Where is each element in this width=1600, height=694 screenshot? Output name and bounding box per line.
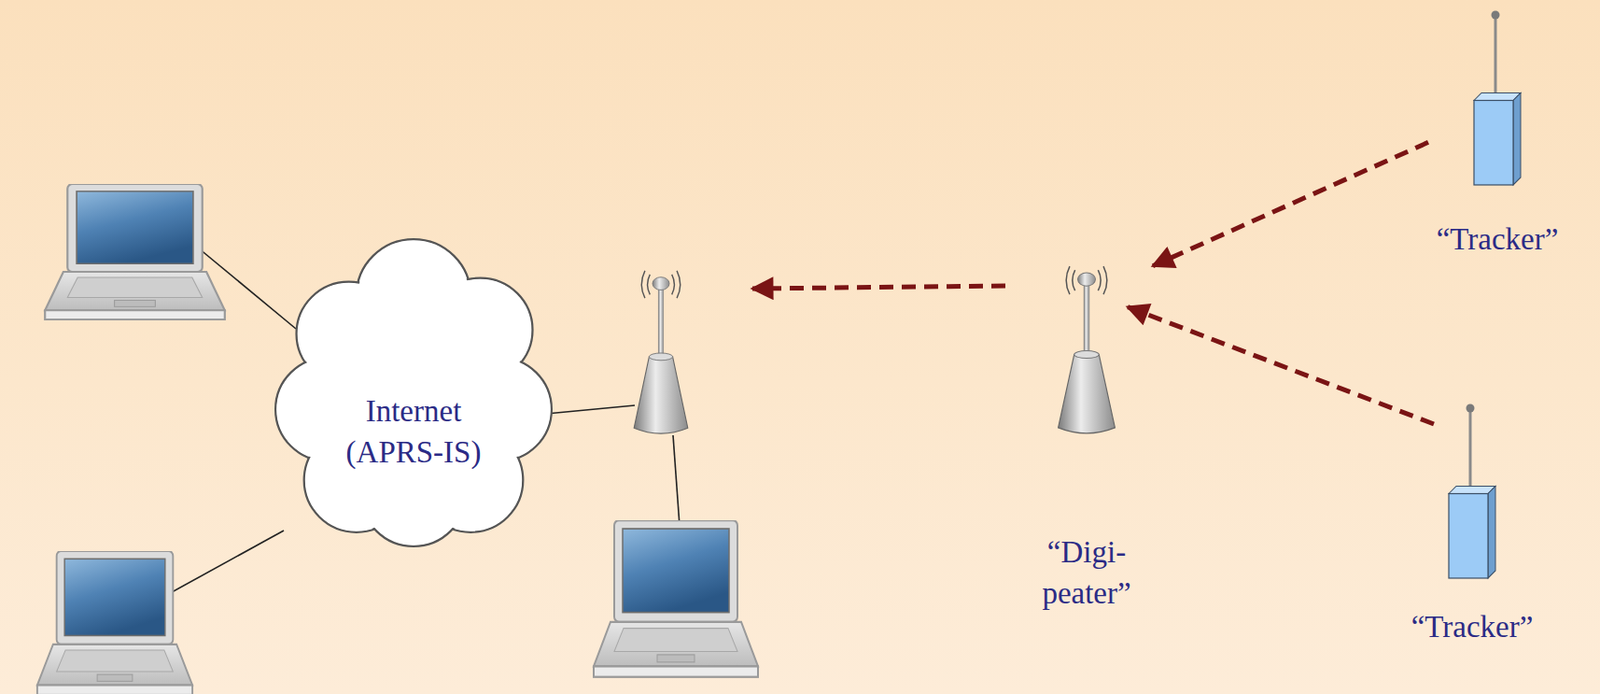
igate-antenna (633, 270, 688, 434)
radio-link-arrow (1152, 141, 1429, 266)
label-holder: “Tracker” (1436, 219, 1559, 261)
cloud-label: Internet (APRS-IS) (324, 391, 503, 473)
radio-link-arrow (752, 285, 1006, 289)
tracker-device: “Tracker” (1444, 403, 1501, 582)
tracker-device: “Tracker” (1469, 10, 1526, 189)
laptop-icon (37, 550, 193, 694)
label-holder: Internet (APRS-IS) (324, 391, 503, 473)
digipeater-antenna-outline (1051, 260, 1123, 439)
radio-link-arrow (1127, 307, 1434, 424)
laptop-icon (44, 183, 225, 320)
internet-cloud-outline (270, 229, 557, 551)
digipeater-antenna: “Digi- peater” (1051, 260, 1123, 439)
network-wire (546, 405, 635, 414)
laptop-icon (593, 519, 758, 677)
label-holder: “Digi- peater” (1025, 532, 1148, 614)
device-label: “Tracker” (1411, 606, 1534, 648)
label-holder: “Tracker” (1411, 606, 1534, 648)
tracker-device-outline (1444, 403, 1501, 582)
device-label: “Digi- peater” (1025, 532, 1148, 614)
internet-cloud: Internet (APRS-IS) (270, 229, 557, 551)
network-wire (673, 435, 680, 526)
tracker-device-outline (1469, 10, 1526, 189)
device-label: “Tracker” (1436, 219, 1559, 261)
